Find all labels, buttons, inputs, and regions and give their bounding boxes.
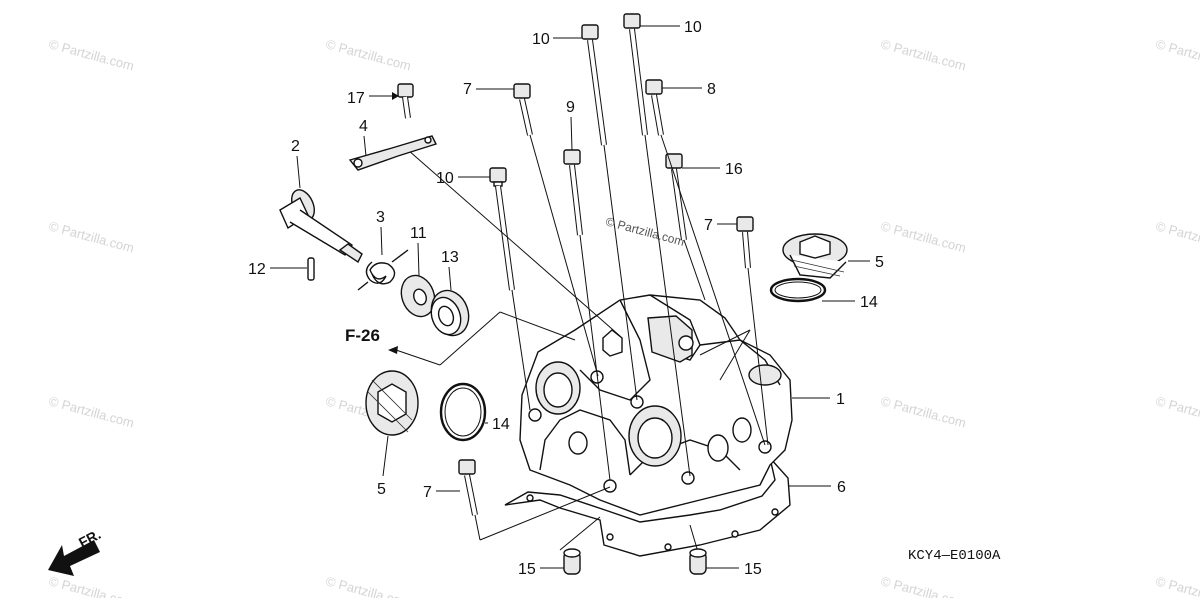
bolt-part-9[interactable]	[563, 149, 583, 236]
bolt-part-10-left[interactable]	[489, 167, 515, 291]
watermark: © Partzilla.com	[1154, 36, 1200, 73]
arrow-icon	[392, 92, 399, 100]
arrow-icon	[48, 540, 100, 576]
arrow-icon	[388, 346, 398, 354]
watermark: © Partzilla.com	[1154, 573, 1200, 598]
watermark: © Partzilla.com	[879, 218, 968, 255]
o-ring-part-14-left[interactable]	[439, 382, 487, 442]
spring-part-3[interactable]	[357, 249, 409, 291]
cylinder-head-cover-part-1[interactable]	[519, 294, 793, 516]
reference-f26: F-26	[345, 326, 441, 366]
pin-part-12[interactable]	[307, 257, 315, 281]
callout-3: 3	[376, 209, 385, 226]
watermark: © Partzilla.com	[879, 36, 968, 73]
bearing-part-13[interactable]	[425, 285, 475, 341]
shaft-part-2[interactable]	[279, 186, 363, 264]
callout-16: 16	[725, 161, 743, 178]
callout-4: 4	[359, 118, 368, 135]
watermark: © Partzilla.com	[47, 573, 136, 598]
callout-9: 9	[566, 99, 575, 116]
callout-1: 1	[836, 391, 845, 408]
callout-10-top: 10	[532, 31, 550, 48]
plug-part-5-right[interactable]	[782, 233, 848, 279]
watermark: © Partzilla.com	[1154, 393, 1200, 430]
watermark: © Partzilla.com	[47, 218, 136, 255]
watermark: © Partzilla.com	[324, 573, 413, 598]
catalog-code: KCY4—E0100A	[908, 548, 1001, 564]
callout-7-top: 7	[463, 81, 472, 98]
watermark: © Partzilla.com	[324, 36, 413, 73]
callout-11: 11	[410, 225, 427, 242]
callout-5-right: 5	[875, 254, 884, 271]
callout-6: 6	[837, 479, 846, 496]
watermark: © Partzilla.com	[47, 36, 136, 73]
callout-12: 12	[248, 261, 266, 278]
callout-15-right: 15	[744, 561, 762, 578]
dowel-part-15-left[interactable]	[563, 548, 581, 575]
plate-part-4[interactable]	[348, 135, 437, 171]
bolt-part-7-right[interactable]	[736, 216, 754, 269]
callout-2: 2	[291, 138, 300, 155]
washer-part-11[interactable]	[396, 271, 440, 321]
bolt-part-8[interactable]	[645, 79, 664, 136]
callout-17: 17	[347, 90, 365, 107]
leader-guides	[407, 134, 769, 553]
callout-13: 13	[441, 249, 459, 266]
callout-14-left: 14	[492, 416, 510, 433]
watermark: © Partzilla.com	[1154, 218, 1200, 255]
watermark: © Partzilla.com	[879, 393, 968, 430]
callout-8: 8	[707, 81, 716, 98]
front-label: FR.	[76, 526, 103, 551]
bolt-part-10-right[interactable]	[623, 13, 648, 136]
callout-7-right: 7	[704, 217, 713, 234]
callout-5-left: 5	[377, 481, 386, 498]
watermark: © Partzilla.com	[879, 573, 968, 598]
plug-part-5-left[interactable]	[365, 370, 419, 436]
watermark: © Partzilla.com	[47, 393, 136, 430]
bolt-part-7-top[interactable]	[513, 83, 533, 136]
dowel-part-15-right[interactable]	[689, 548, 707, 575]
callout-10-left: 10	[436, 170, 454, 187]
callout-14-right: 14	[860, 294, 878, 311]
bolt-part-16[interactable]	[665, 153, 687, 241]
o-ring-part-14-right[interactable]	[769, 277, 827, 303]
gasket-part-6[interactable]	[504, 455, 791, 557]
callouts: 1 2 3 4 5 5 6 7 7 7 8 9 10 10 10 11 12	[248, 19, 884, 578]
bolt-part-17[interactable]	[397, 83, 414, 119]
bolt-part-10-top[interactable]	[581, 24, 607, 146]
callout-10-right: 10	[684, 19, 702, 36]
callout-15-left: 15	[518, 561, 536, 578]
bolt-part-7-bottom[interactable]	[458, 459, 478, 516]
callout-7-bottom: 7	[423, 484, 432, 501]
reference-label: F-26	[345, 326, 380, 345]
front-direction-arrow: FR.	[48, 526, 103, 576]
